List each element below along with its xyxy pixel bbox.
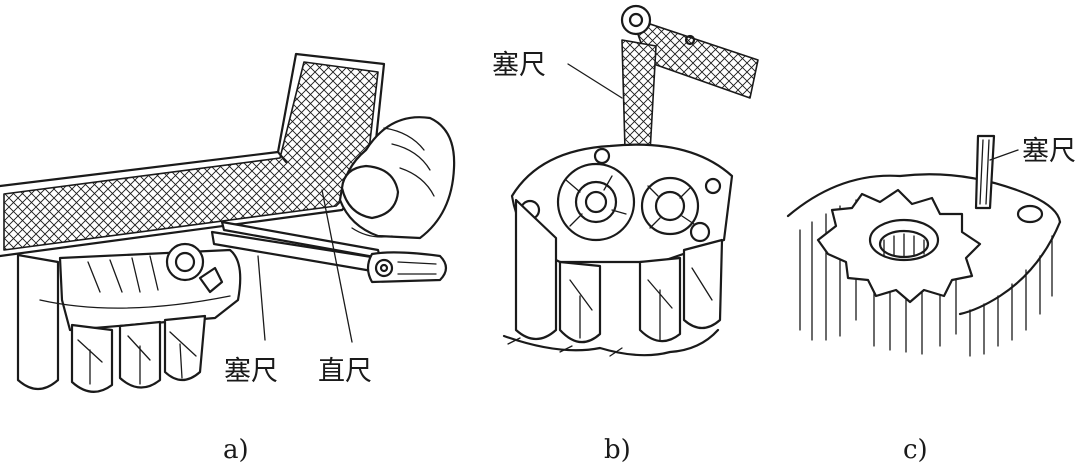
- label-feeler-gauge-a: 塞尺: [224, 356, 278, 387]
- label-feeler-gauge-b: 塞尺: [492, 50, 546, 81]
- leader-feeler-a: [257, 255, 266, 341]
- caption-a: a): [223, 435, 249, 465]
- label-feeler-gauge-c: 塞尺: [1022, 136, 1076, 167]
- leader-feeler-b: [567, 63, 623, 99]
- pump-body-a: [16, 242, 242, 393]
- straightedge-a: [0, 52, 386, 258]
- leader-feeler-c: [989, 149, 1019, 161]
- hand-a: [338, 116, 456, 240]
- feeler-gauge-c: [974, 134, 996, 210]
- panel-a: 塞尺 直尺 a): [0, 52, 456, 465]
- panel-c: 塞尺 c): [786, 134, 1076, 465]
- panel-b: 塞尺 b): [492, 4, 759, 465]
- label-straightedge-a: 直尺: [318, 356, 372, 387]
- caption-c: c): [903, 435, 928, 465]
- leader-straightedge-a: [321, 189, 353, 343]
- pump-body-b: [502, 143, 734, 357]
- pump-housing-c: [786, 173, 1062, 357]
- caption-b: b): [604, 435, 631, 465]
